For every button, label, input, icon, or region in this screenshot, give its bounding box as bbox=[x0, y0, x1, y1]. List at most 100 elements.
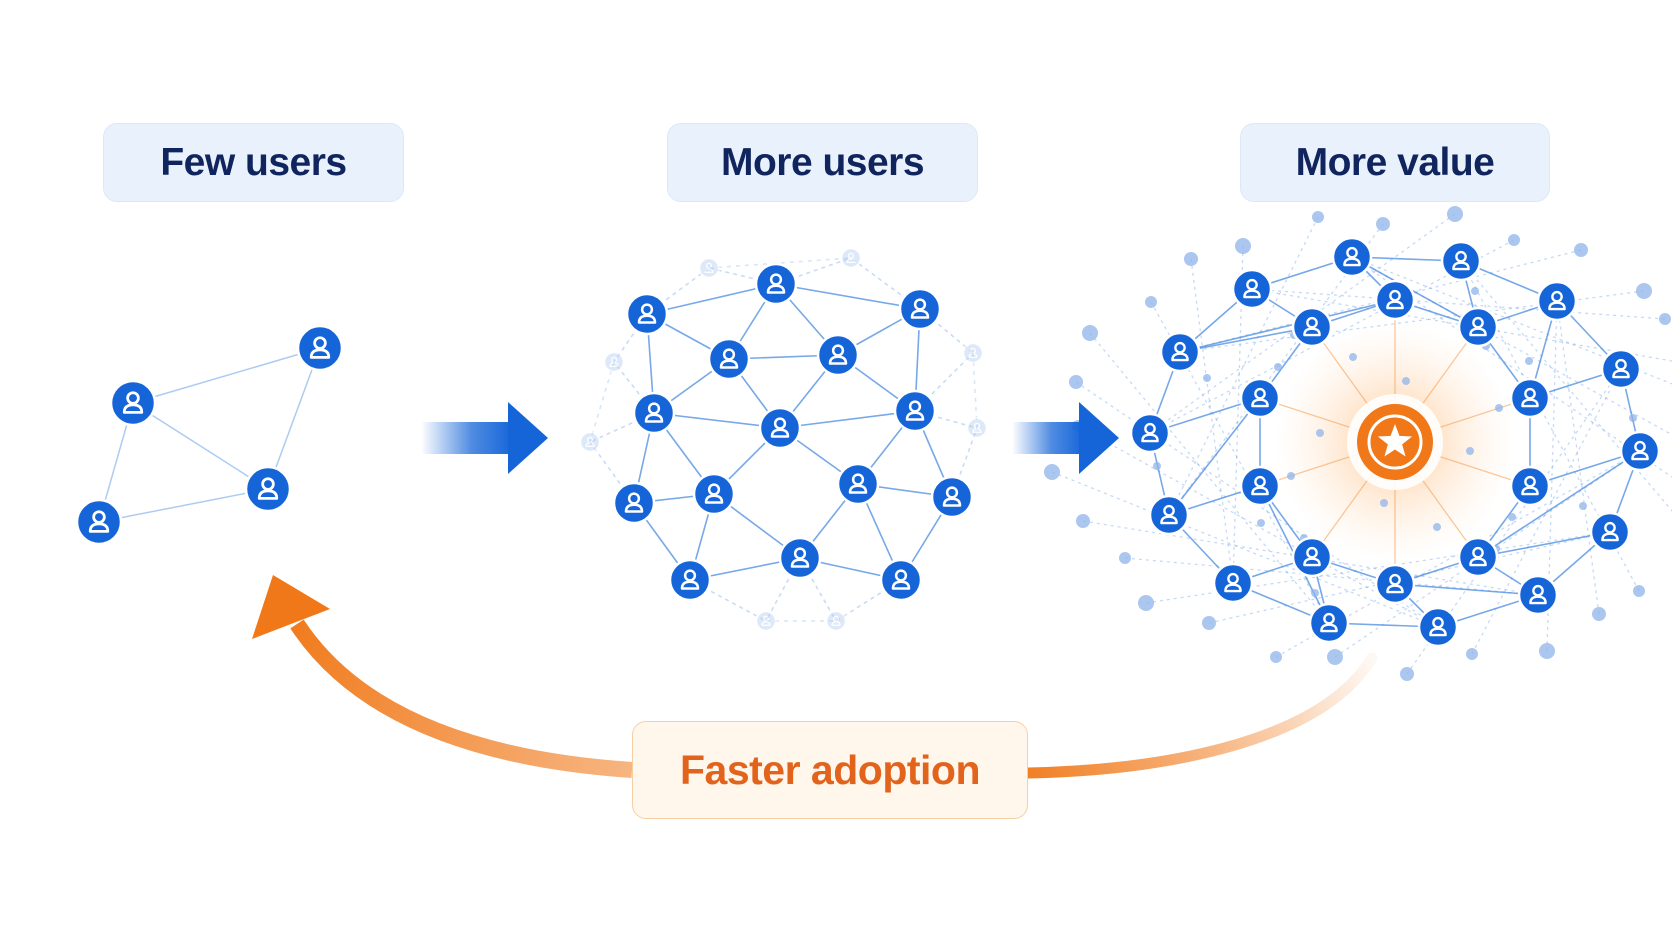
network-link bbox=[914, 352, 974, 412]
network-link bbox=[775, 257, 852, 285]
arrow-shaft bbox=[1012, 422, 1084, 454]
peripheral-dot bbox=[1119, 552, 1131, 564]
peripheral-dot bbox=[1539, 643, 1555, 659]
peripheral-dot bbox=[1202, 616, 1216, 630]
user-node bbox=[893, 389, 937, 433]
peripheral-dot bbox=[1508, 513, 1516, 521]
network-link bbox=[132, 402, 269, 490]
peripheral-dot bbox=[1138, 595, 1154, 611]
peripheral-dot bbox=[1311, 589, 1319, 597]
user-node bbox=[754, 262, 798, 306]
network-link bbox=[1150, 301, 1330, 624]
user-node bbox=[625, 292, 669, 336]
user-node bbox=[612, 481, 656, 525]
peripheral-dot bbox=[1574, 243, 1588, 257]
user-node bbox=[1239, 465, 1281, 507]
user-node bbox=[1600, 348, 1642, 390]
peripheral-dot bbox=[1257, 519, 1265, 527]
network-link bbox=[1149, 239, 1515, 434]
network-link bbox=[689, 579, 767, 622]
user-node bbox=[1129, 412, 1171, 454]
user-node bbox=[1159, 331, 1201, 373]
user-node bbox=[1417, 606, 1459, 648]
network-link bbox=[850, 257, 921, 310]
user-node bbox=[75, 498, 123, 546]
user-node bbox=[692, 472, 736, 516]
peripheral-dot bbox=[1400, 667, 1414, 681]
user-node bbox=[965, 416, 989, 440]
network-link bbox=[1460, 260, 1672, 512]
arrow-right-icon bbox=[508, 402, 548, 474]
network-link bbox=[779, 410, 916, 429]
peripheral-dot bbox=[1376, 217, 1390, 231]
network-link bbox=[1394, 583, 1539, 596]
network-link bbox=[835, 579, 902, 622]
user-node bbox=[1148, 494, 1190, 536]
user-node bbox=[1331, 236, 1373, 278]
peripheral-dot bbox=[1380, 499, 1388, 507]
network-link bbox=[1124, 557, 1539, 596]
user-node bbox=[1457, 536, 1499, 578]
peripheral-dot bbox=[1471, 287, 1479, 295]
network-link bbox=[708, 257, 852, 269]
peripheral-dot bbox=[1184, 252, 1198, 266]
user-node bbox=[839, 246, 863, 270]
user-node bbox=[296, 324, 344, 372]
user-node bbox=[758, 406, 802, 450]
peripheral-dot bbox=[1076, 514, 1090, 528]
peripheral-dot bbox=[1466, 447, 1474, 455]
peripheral-dot bbox=[1312, 211, 1324, 223]
peripheral-dot bbox=[1082, 325, 1098, 341]
user-node bbox=[707, 337, 751, 381]
peripheral-dot bbox=[1592, 607, 1606, 621]
user-node bbox=[778, 536, 822, 580]
user-node bbox=[1536, 280, 1578, 322]
network-link bbox=[267, 347, 321, 490]
user-node bbox=[898, 287, 942, 331]
network-link bbox=[1477, 450, 1641, 558]
peripheral-dot bbox=[1069, 375, 1083, 389]
peripheral-dot bbox=[1659, 313, 1671, 325]
arrow-right-icon bbox=[1079, 402, 1119, 474]
peripheral-dot bbox=[1633, 585, 1645, 597]
user-node bbox=[754, 609, 778, 633]
user-node bbox=[1517, 574, 1559, 616]
network-link bbox=[1477, 531, 1611, 558]
value-hub-ring bbox=[1367, 414, 1423, 470]
user-node bbox=[1291, 536, 1333, 578]
peripheral-dot bbox=[1433, 523, 1441, 531]
stage-label-few-users: Few users bbox=[103, 123, 404, 202]
network-link bbox=[1190, 258, 1234, 584]
feedback-arrow bbox=[252, 575, 1378, 779]
user-node bbox=[961, 341, 985, 365]
user-node bbox=[836, 462, 880, 506]
peripheral-dot bbox=[1270, 651, 1282, 663]
peripheral-dot bbox=[1466, 648, 1478, 660]
user-node bbox=[1374, 279, 1416, 321]
peripheral-dot bbox=[1153, 462, 1161, 470]
user-node bbox=[1440, 240, 1482, 282]
peripheral-dot bbox=[1579, 502, 1587, 510]
user-node bbox=[1239, 377, 1281, 419]
peripheral-dot bbox=[1287, 472, 1295, 480]
stage-label-more-value: More value bbox=[1240, 123, 1550, 202]
user-node bbox=[816, 333, 860, 377]
peripheral-dot bbox=[1203, 374, 1211, 382]
user-node bbox=[1212, 562, 1254, 604]
stage-label-more-users: More users bbox=[667, 123, 978, 202]
user-node bbox=[244, 465, 292, 513]
network-link bbox=[1471, 368, 1622, 655]
network-link bbox=[1168, 397, 1261, 516]
user-node bbox=[632, 391, 676, 435]
star-icon bbox=[1377, 424, 1413, 457]
user-node bbox=[697, 256, 721, 280]
peripheral-dot bbox=[1349, 353, 1357, 361]
peripheral-dot bbox=[1044, 464, 1060, 480]
network-link bbox=[1406, 368, 1622, 675]
user-node bbox=[824, 609, 848, 633]
user-node bbox=[879, 558, 923, 602]
user-node bbox=[1457, 306, 1499, 348]
user-node bbox=[1231, 268, 1273, 310]
curved-arrow-icon bbox=[252, 575, 330, 639]
user-node bbox=[1619, 430, 1661, 472]
